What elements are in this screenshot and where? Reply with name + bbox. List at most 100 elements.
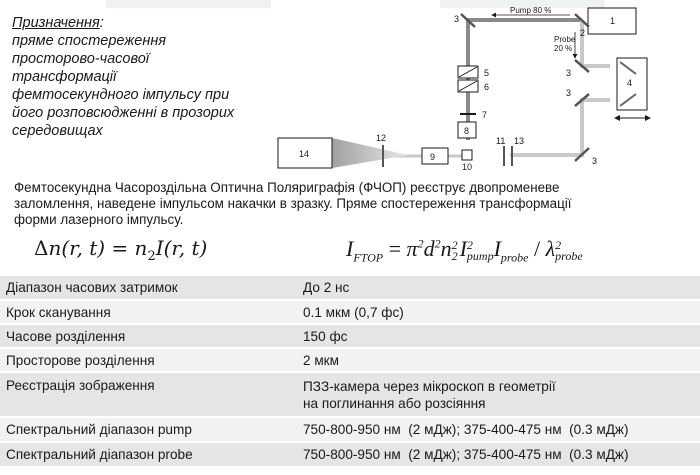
table-row: Діапазон часових затримок До 2 нс bbox=[0, 276, 700, 301]
label-8: 8 bbox=[464, 126, 469, 136]
probe-label: Probe bbox=[554, 35, 576, 44]
formula-n-sub: 2 bbox=[147, 249, 156, 264]
box-8 bbox=[457, 121, 477, 139]
formula-eq: = bbox=[105, 236, 135, 260]
purpose-title: Призначення bbox=[12, 15, 100, 31]
camera-box-14 bbox=[277, 137, 333, 169]
purpose-title-line: Призначення: bbox=[12, 14, 282, 32]
purpose-block: Призначення: пряме спостереження простор… bbox=[12, 14, 282, 140]
f-lambda-sub: probe bbox=[555, 248, 583, 263]
mirror-3-top bbox=[460, 13, 476, 28]
formula-refractive-index: Δn(r, t) = n2I(r, t) bbox=[34, 236, 207, 264]
purpose-line: трансформації bbox=[12, 69, 117, 85]
label-12: 12 bbox=[376, 133, 386, 143]
mirror-3-right-a bbox=[574, 59, 590, 73]
param-label: Діапазон часових затримок bbox=[0, 276, 295, 301]
f-n-sup: 2 bbox=[451, 237, 458, 252]
box-9 bbox=[421, 147, 449, 165]
delay-mirror-2 bbox=[619, 93, 637, 107]
table-row: Спектральний діапазон pump 750-800-950 н… bbox=[0, 417, 700, 443]
param-value: ПЗЗ-камера через мікроскоп в геометрії н… bbox=[295, 372, 700, 418]
label-2: 2 bbox=[580, 28, 585, 38]
param-label: Просторове розділення bbox=[0, 348, 295, 373]
param-label: Часове розділення bbox=[0, 324, 295, 349]
f-eq: = bbox=[383, 236, 407, 261]
description-text: Фемтосекундна Часороздільна Оптична Поля… bbox=[14, 180, 572, 227]
purpose-line: його розповсюдженні в прозорих bbox=[12, 105, 235, 121]
f-n-sub: 2 bbox=[451, 248, 458, 263]
label-5: 5 bbox=[484, 68, 489, 78]
pump-label: Pump 80 % bbox=[510, 6, 551, 15]
f-slash: / bbox=[528, 236, 546, 261]
probe-percent-label: 20 % bbox=[554, 44, 572, 53]
f-pi: π bbox=[406, 236, 418, 261]
sample-10 bbox=[461, 149, 473, 161]
parameters-table: Діапазон часових затримок До 2 нс Крок с… bbox=[0, 276, 700, 468]
table-row: Реєстрація зображення ПЗЗ-камера через м… bbox=[0, 372, 700, 418]
formula-lhs: n(r, t) bbox=[48, 236, 106, 260]
param-value: 0.1 мкм (0,7 фс) bbox=[295, 300, 700, 325]
formula-n: n bbox=[134, 236, 148, 260]
param-value: До 2 нс bbox=[295, 276, 700, 301]
param-value: 2 мкм bbox=[295, 348, 700, 373]
label-3-top: 3 bbox=[454, 14, 459, 24]
top-tab-left bbox=[106, 0, 271, 8]
label-9: 9 bbox=[430, 152, 435, 162]
mirror-3-bottom bbox=[574, 147, 590, 162]
purpose-line: середовищах bbox=[12, 123, 103, 139]
label-3-bottom: 3 bbox=[592, 156, 597, 166]
label-14: 14 bbox=[299, 149, 309, 159]
label-13: 13 bbox=[514, 136, 524, 146]
purpose-line: фемтосекундного імпульсу при bbox=[12, 87, 230, 103]
optical-setup-diagram: 1 4 3 2 3 3 3 Pump 80 % Probe 20 % 5 6 7… bbox=[277, 6, 651, 172]
f-n: n bbox=[440, 236, 452, 261]
label-11: 11 bbox=[496, 136, 505, 146]
f-pi-sup: 2 bbox=[417, 236, 424, 251]
polarizer-5-line bbox=[458, 66, 478, 78]
f-Iprobe: I bbox=[493, 236, 501, 261]
mirror-3-right-b bbox=[574, 93, 590, 107]
label-3-right-a: 3 bbox=[566, 68, 571, 78]
formula-delta: Δ bbox=[34, 236, 49, 260]
param-value: 150 фс bbox=[295, 324, 700, 349]
param-value: 750-800-950 нм (2 мДж); 375-400-475 нм (… bbox=[295, 417, 700, 443]
table-row: Спектральний діапазон probe 750-800-950 … bbox=[0, 442, 700, 468]
table-row: Крок сканування 0.1 мкм (0,7 фс) bbox=[0, 300, 700, 325]
top-tab-right bbox=[440, 0, 605, 8]
param-value: 750-800-950 нм (2 мДж); 375-400-475 нм (… bbox=[295, 442, 700, 468]
param-label: Крок сканування bbox=[0, 300, 295, 325]
label-10: 10 bbox=[462, 162, 472, 172]
table-row: Часове розділення 150 фс bbox=[0, 324, 700, 349]
splitter-2 bbox=[574, 13, 590, 28]
purpose-line: просторово-часової bbox=[12, 51, 150, 67]
param-label: Спектральний діапазон probe bbox=[0, 442, 295, 468]
f-probe-sub: probe bbox=[500, 250, 529, 265]
param-label: Спектральний діапазон pump bbox=[0, 417, 295, 443]
delay-mirror-1 bbox=[619, 61, 637, 75]
f-d-sup: 2 bbox=[434, 236, 441, 251]
laser-box bbox=[587, 7, 637, 35]
f-d: d bbox=[423, 236, 435, 261]
delay-stage-box bbox=[616, 57, 648, 111]
label-1: 1 bbox=[610, 16, 615, 26]
polarizer-6-line bbox=[458, 80, 478, 92]
label-6: 6 bbox=[484, 82, 489, 92]
formula-rhs: I(r, t) bbox=[155, 236, 208, 260]
f-pump-sub: pump bbox=[466, 248, 494, 263]
f-pump-sup: 2 bbox=[466, 237, 473, 252]
table-row: Просторове розділення 2 мкм bbox=[0, 348, 700, 373]
f-lambda: λ bbox=[545, 236, 556, 261]
f-I-sub: FTOP bbox=[353, 250, 384, 265]
label-7: 7 bbox=[482, 110, 487, 120]
f-I: I bbox=[346, 236, 354, 261]
label-4: 4 bbox=[627, 78, 632, 88]
purpose-title-suffix: : bbox=[99, 15, 104, 31]
f-Ipump: I bbox=[459, 236, 467, 261]
imaging-cone bbox=[332, 138, 408, 168]
purpose-line: пряме спостереження bbox=[12, 33, 167, 49]
label-3-right-b: 3 bbox=[566, 88, 571, 98]
